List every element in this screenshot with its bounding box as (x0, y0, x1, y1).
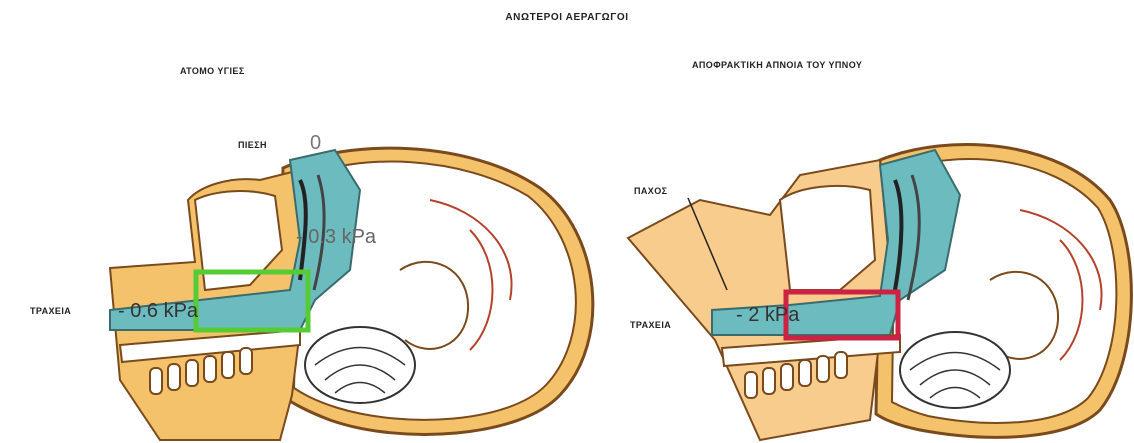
right-ear (990, 272, 1058, 359)
right-trachea-pressure: - 2 kPa (736, 304, 799, 327)
left-panel-heading: ΑΤΟΜΟ ΥΓΙΕΣ (180, 66, 245, 76)
left-ear (400, 262, 468, 349)
left-trachea-label: ΤΡΑΧΕΙΑ (30, 306, 71, 316)
pressure-label: ΠΙΕΣΗ (238, 140, 267, 150)
fat-label: ΠΑΧΟΣ (634, 186, 667, 196)
diagram-title: ΑΝΩΤΕΡΟΙ ΑΕΡΑΓΩΓΟΙ (0, 12, 1134, 23)
pharynx-pressure-value: - 0.3 kPa (296, 226, 376, 249)
right-trachea-label: ΤΡΑΧΕΙΑ (630, 320, 671, 330)
right-panel-heading: ΑΠΟΦΡΑΚΤΙΚΗ ΑΠΝΟΙΑ ΤΟΥ ΥΠΝΟΥ (692, 60, 862, 70)
left-trachea-pressure: - 0.6 kPa (118, 300, 198, 323)
pressure-zero-value: 0 (310, 132, 321, 155)
right-head-illustration (628, 145, 1131, 440)
left-head-illustration (110, 148, 593, 440)
